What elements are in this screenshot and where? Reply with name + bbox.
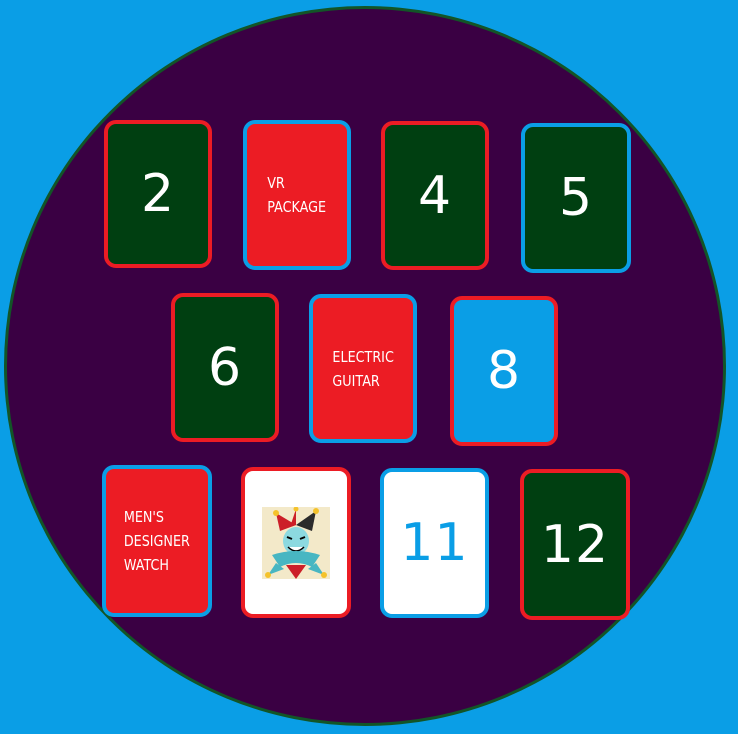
card-4[interactable]: 4 (381, 121, 489, 270)
card-number: 8 (486, 341, 522, 401)
card-number: 4 (417, 165, 453, 226)
card-electric-guitar[interactable]: ELECTRIC GUITAR (309, 294, 417, 443)
card-number: 5 (558, 168, 594, 228)
card-8[interactable]: 8 (450, 296, 558, 446)
jester-icon (262, 506, 330, 579)
card-number: 2 (140, 164, 176, 224)
card-prize-label: VR PACKAGE (267, 174, 327, 216)
card-vr-package[interactable]: VR PACKAGE (243, 120, 351, 270)
card-2[interactable]: 2 (104, 120, 212, 268)
card-6[interactable]: 6 (171, 293, 279, 442)
card-number: 12 (540, 514, 610, 575)
card-number: 6 (207, 337, 243, 398)
card-prize-label: MEN'S DESIGNER WATCH (123, 508, 191, 574)
card-12[interactable]: 12 (520, 469, 630, 620)
card-11[interactable]: 11 (380, 468, 489, 618)
card-prize-label: ELECTRIC GUITAR (332, 347, 394, 390)
card-mens-designer-watch[interactable]: MEN'S DESIGNER WATCH (102, 465, 212, 617)
card-joker[interactable] (241, 467, 351, 618)
card-number: 11 (400, 513, 469, 573)
card-5[interactable]: 5 (521, 123, 631, 273)
